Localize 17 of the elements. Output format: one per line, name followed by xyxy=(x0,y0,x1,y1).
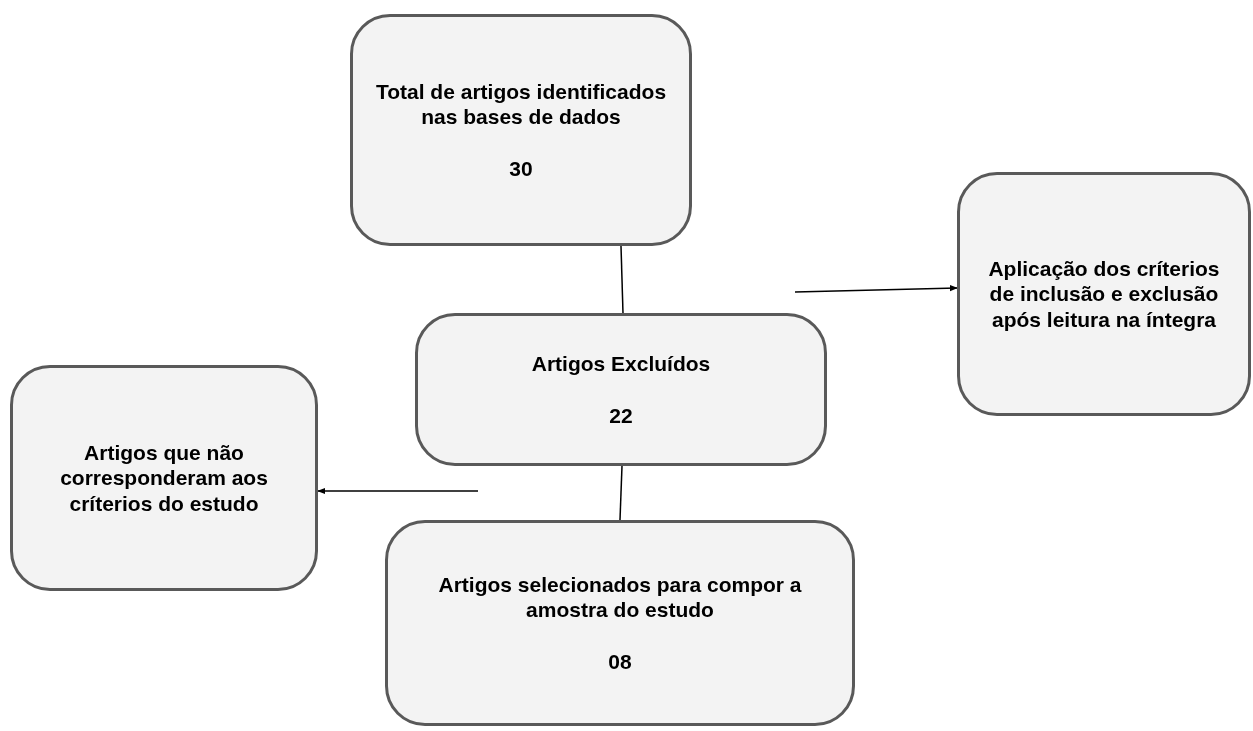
article-count: 30 xyxy=(509,155,533,181)
box-title: Aplicação dos críterios de inclusão e exclusão após leitura na íntegra xyxy=(987,256,1221,332)
article-count: 22 xyxy=(609,402,633,428)
process-box xyxy=(385,520,855,726)
connector-line xyxy=(619,465,623,521)
article-count: 08 xyxy=(608,648,632,674)
process-box xyxy=(415,313,827,466)
box-title: Total de artigos identificados nas bases de dados xyxy=(374,79,668,130)
box-title: Artigos Excluídos xyxy=(531,351,711,377)
box-title: Artigos que não corresponderam aos críterios do estudo xyxy=(59,440,269,516)
process-box xyxy=(10,365,318,591)
connector-line xyxy=(620,245,624,314)
process-box xyxy=(350,14,692,246)
box-title: Artigos selecionados para compor a amostra do estudo xyxy=(437,572,803,623)
arrow xyxy=(317,487,479,495)
arrow xyxy=(794,285,958,293)
process-box xyxy=(957,172,1251,416)
